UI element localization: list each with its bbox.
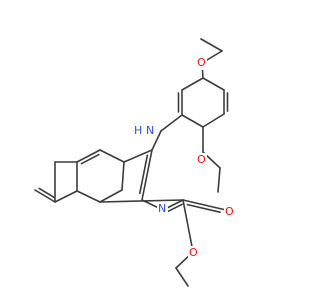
bond-b1-b2 xyxy=(181,77,204,91)
bond-d3-q1 xyxy=(99,189,123,203)
bond-d1-d2 xyxy=(123,149,153,163)
atom-label-carbonyl-o: O xyxy=(225,205,234,218)
nh-n-bg xyxy=(145,124,156,138)
bond-q6-d2 xyxy=(99,149,125,163)
bond-b3-n1 xyxy=(160,114,183,132)
atom-label-amine-n: N xyxy=(146,124,154,137)
bond-e3-e4 xyxy=(175,267,189,287)
atom-label-layer: N H N O O O O xyxy=(133,56,235,260)
bond-q5-q6 xyxy=(76,149,101,163)
double-bond-q5-q6 xyxy=(80,153,100,165)
bond-c2-c3 xyxy=(217,167,221,193)
bond-d1-r1 xyxy=(141,149,153,201)
atom-label-ring-n: N xyxy=(158,202,166,215)
double-bond-r3-e1 xyxy=(186,203,221,214)
nh-h-bg xyxy=(133,124,143,138)
double-bond-d1-r1 xyxy=(138,154,149,195)
bond-b6-b1 xyxy=(202,77,225,91)
o-ester-bg xyxy=(188,246,199,260)
structure-diagram: N H N O O O O xyxy=(34,38,235,287)
bond-n1-d1 xyxy=(151,130,162,151)
double-bond-q3-q4 xyxy=(38,187,56,199)
bond-q3-q4 xyxy=(34,189,56,203)
o-right-bg xyxy=(196,153,207,167)
ring-n-bg xyxy=(157,202,168,216)
bond-q1-q2 xyxy=(76,190,101,203)
o-carbonyl-bg xyxy=(224,205,235,219)
atom-label-ether-o-right: O xyxy=(197,153,206,166)
double-bond-r2-r3 xyxy=(166,203,183,213)
bond-b4-b5 xyxy=(202,113,225,128)
bond-q2-q3 xyxy=(54,190,78,203)
bond-r3-e2 xyxy=(182,199,194,253)
atom-label-ester-o: O xyxy=(189,246,198,259)
o-top-bg xyxy=(196,56,207,70)
bond-b3-b4 xyxy=(181,114,204,128)
bond-r3-e1 xyxy=(182,199,227,211)
bond-d2-d3 xyxy=(121,161,125,191)
bond-a1-a2 xyxy=(200,38,223,52)
atom-label-ether-o-top: O xyxy=(197,56,206,69)
bond-r3-q1 xyxy=(99,199,184,203)
atom-label-amine-h: H xyxy=(134,124,142,137)
bond-layer xyxy=(34,38,229,287)
